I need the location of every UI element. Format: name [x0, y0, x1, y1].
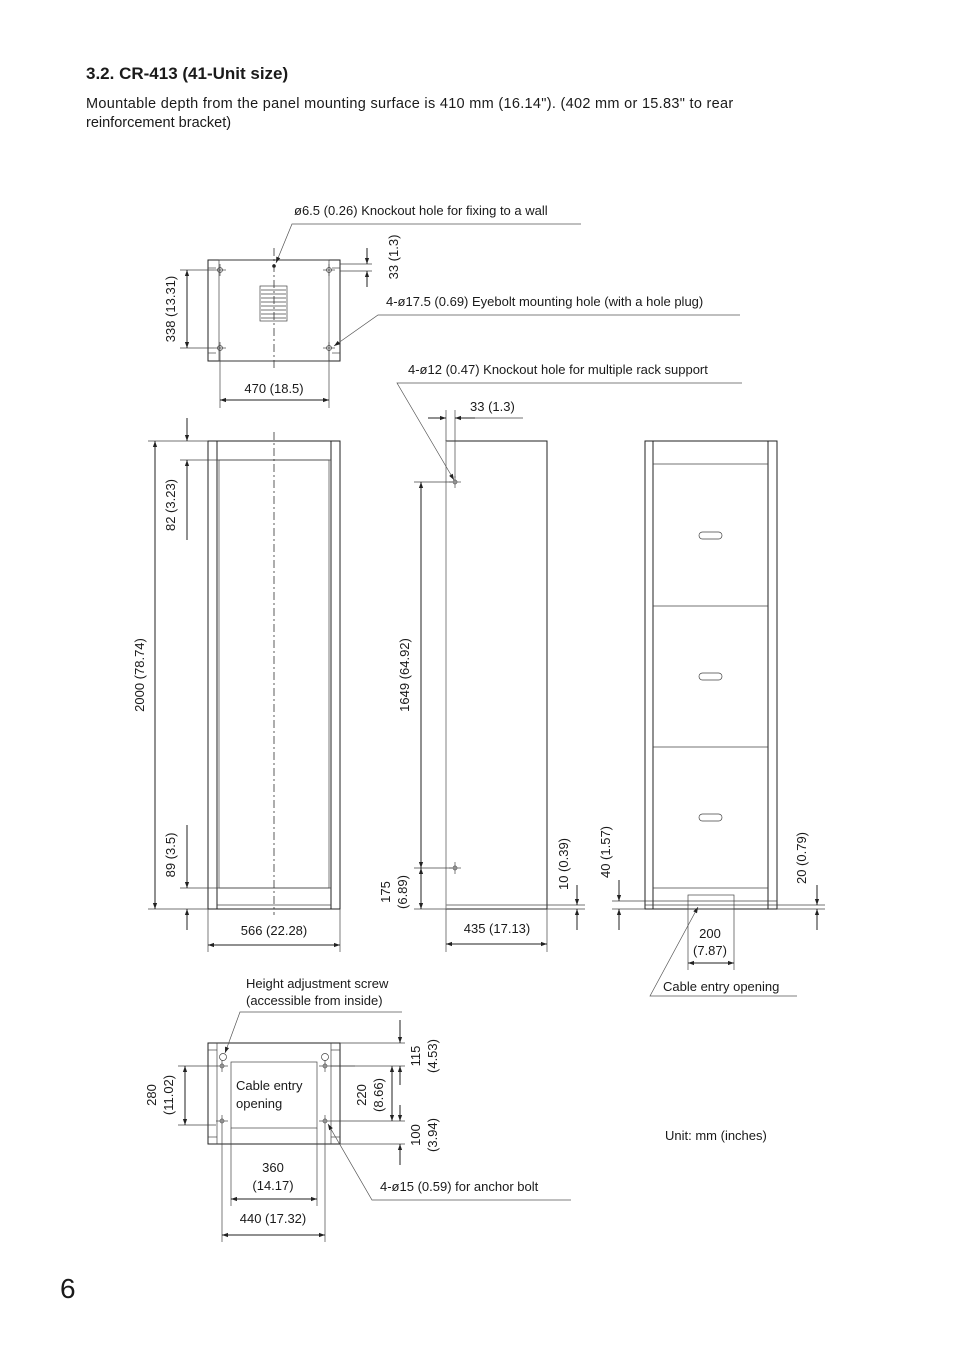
section-title: 3.2. CR-413 (41-Unit size): [86, 64, 289, 83]
dim-bottom-440: 440 (17.32): [240, 1211, 307, 1226]
eyebolt-hole: [323, 342, 335, 354]
intro-text-line2: reinforcement bracket): [86, 115, 232, 131]
anchor-bolt-hole: [319, 1115, 331, 1127]
bottom-view: Cable entry opening 280 (11.02) 220 (8.6…: [144, 976, 571, 1242]
callout-height-screw-access: (accessible from inside): [246, 993, 383, 1008]
panel-handle: [698, 531, 723, 540]
page-number: 6: [60, 1273, 76, 1304]
dim-front-89: 89 (3.5): [163, 833, 178, 878]
callout-wall-knockout: ø6.5 (0.26) Knockout hole for fixing to …: [294, 203, 548, 218]
dim-back-20: 20 (0.79): [794, 832, 809, 884]
eyebolt-hole: [323, 264, 335, 276]
dim-top-33: 33 (1.3): [386, 235, 401, 280]
dim-bottom-360-inch: (14.17): [252, 1178, 293, 1193]
front-view: 2000 (78.74) 82 (3.23) 89 (3.5) 566 (22.…: [132, 418, 341, 952]
eyebolt-hole: [214, 264, 226, 276]
anchor-bolt-hole: [319, 1060, 331, 1072]
dim-bottom-100-inch: (3.94): [425, 1118, 440, 1152]
callout-height-screw: Height adjustment screw: [246, 976, 389, 991]
anchor-bolt-hole: [216, 1060, 228, 1072]
label-cable-entry: Cable entry: [236, 1078, 303, 1093]
side-view: 33 (1.3) 1649 (64.92) 175 (6.89) 10 (0.3…: [378, 362, 742, 952]
dim-top-338: 338 (13.31): [163, 276, 178, 343]
dim-bottom-115-inch: (4.53): [425, 1039, 440, 1073]
panel-handle: [698, 813, 723, 822]
top-view: 338 (13.31) 470 (18.5) 33 (1.3) ø6.5 (0.…: [163, 203, 740, 408]
intro-text-line1: Mountable depth from the panel mounting …: [86, 96, 734, 112]
callout-cable-entry-rear: Cable entry opening: [663, 979, 779, 994]
dim-side-10: 10 (0.39): [556, 838, 571, 890]
label-cable-entry-opening: opening: [236, 1096, 282, 1111]
vent-slots: [259, 285, 288, 322]
panel-handle: [698, 672, 723, 681]
dim-back-40: 40 (1.57): [598, 826, 613, 878]
dim-bottom-100: 100: [408, 1124, 423, 1146]
dim-side-33: 33 (1.3): [470, 399, 515, 414]
height-adjust-screw: [321, 1053, 329, 1061]
callout-rack-knockout: 4-ø12 (0.47) Knockout hole for multiple …: [408, 362, 708, 377]
unit-note: Unit: mm (inches): [665, 1128, 767, 1143]
dim-top-470: 470 (18.5): [244, 381, 303, 396]
dim-bottom-280: 280: [144, 1084, 159, 1106]
dim-back-200-inch: (7.87): [693, 943, 727, 958]
cable-entry-notch: [687, 894, 735, 910]
anchor-bolt-hole: [216, 1115, 228, 1127]
callout-eyebolt-hole: 4-ø17.5 (0.69) Eyebolt mounting hole (wi…: [386, 294, 703, 309]
dim-bottom-220-inch: (8.66): [371, 1078, 386, 1112]
dim-side-435: 435 (17.13): [464, 921, 531, 936]
cable-entry-opening: [230, 1061, 318, 1129]
dim-side-175-inch: (6.89): [395, 875, 410, 909]
dim-front-2000: 2000 (78.74): [132, 638, 147, 712]
dim-front-566: 566 (22.28): [241, 923, 308, 938]
back-view: 40 (1.57) 20 (0.79) 200 (7.87) Cable ent…: [598, 440, 825, 997]
dim-bottom-115: 115: [408, 1046, 423, 1067]
dim-bottom-280-inch: (11.02): [161, 1075, 176, 1115]
wall-knockout-hole: [272, 264, 276, 268]
dim-bottom-220: 220: [354, 1084, 369, 1106]
dim-back-200: 200: [699, 926, 721, 941]
dim-side-1649: 1649 (64.92): [397, 638, 412, 712]
height-adjust-screw: [219, 1053, 227, 1061]
dim-bottom-360: 360: [262, 1160, 284, 1175]
eyebolt-hole: [214, 342, 226, 354]
callout-anchor-bolt: 4-ø15 (0.59) for anchor bolt: [380, 1179, 539, 1194]
dim-side-175: 175: [378, 881, 393, 903]
dim-front-82: 82 (3.23): [163, 479, 178, 531]
